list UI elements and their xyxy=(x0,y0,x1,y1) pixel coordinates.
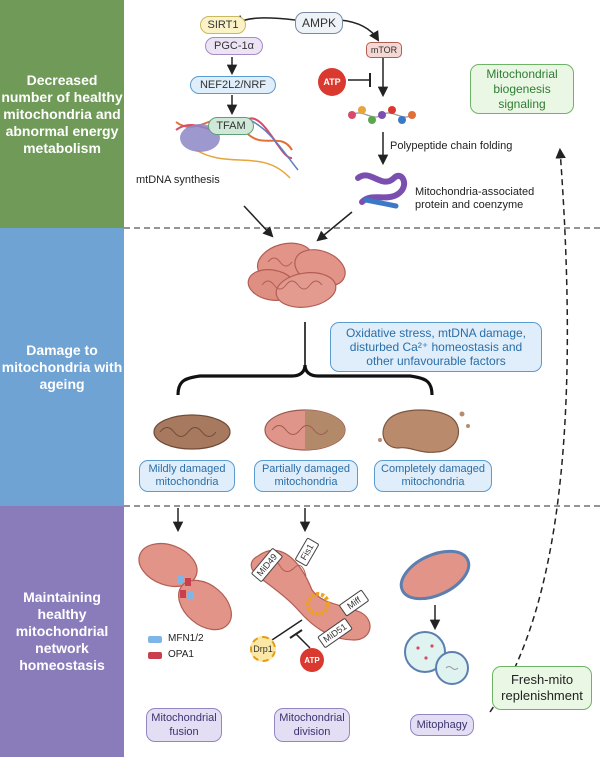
folded-protein xyxy=(355,172,408,209)
healthy-mitochondria-cluster xyxy=(247,242,346,308)
partial-damage-mito xyxy=(264,409,346,451)
dna-strand-blue xyxy=(249,119,299,171)
opa-legend-label: OPA1 xyxy=(168,649,194,660)
mtor-node: mTOR xyxy=(366,42,402,58)
bracket xyxy=(176,364,434,396)
autophagosome xyxy=(404,631,469,685)
section-label-damage: Damage to mitochondria with ageing xyxy=(0,228,124,506)
section-label-homeostasis: Maintaining healthy mitochondrial networ… xyxy=(0,506,124,757)
factors-box: Oxidative stress, mtDNA damage, disturbe… xyxy=(330,322,542,372)
atp-drp1-inhibit-bar xyxy=(289,629,303,639)
drp1-node: Drp1 xyxy=(250,636,276,662)
factors-label: Oxidative stress, mtDNA damage, disturbe… xyxy=(345,326,527,368)
complete-damage-mito xyxy=(378,409,470,453)
biogenesis-label: Mitochondrial biogenesis signaling xyxy=(486,66,558,111)
atp-drp1-inhibit xyxy=(295,633,311,649)
fusion-label: Mitochondrial fusion xyxy=(151,712,217,738)
fusion-mitochondria xyxy=(138,542,232,631)
mfn-legend-swatch xyxy=(148,636,162,643)
sirt1-node: SIRT1 xyxy=(200,16,246,34)
ampk-node: AMPK xyxy=(295,12,343,34)
nef-label: NEF2L2/NRF xyxy=(199,79,267,91)
fresh-mito-label: Fresh-mito replenishment xyxy=(501,672,583,703)
mild-damage-mito xyxy=(153,414,231,450)
drp1-link xyxy=(271,619,303,641)
mitophagy-box: Mitophagy xyxy=(410,714,474,736)
section-title-top: Decreased number of healthy mitochondria… xyxy=(1,71,123,156)
mtdna-synthesis-label: mtDNA synthesis xyxy=(136,174,220,186)
sirt1-label: SIRT1 xyxy=(207,19,239,31)
mfn-legend-label: MFN1/2 xyxy=(168,633,204,644)
mtor-label: mTOR xyxy=(370,45,398,55)
drp1-label: Drp1 xyxy=(253,644,273,654)
protein-coenzyme-label: Mitochondria-associated protein and coen… xyxy=(415,186,535,211)
tfam-label: TFAM xyxy=(216,120,246,132)
fusion-box: Mitochondrial fusion xyxy=(146,708,222,742)
division-label: Mitochondrial division xyxy=(279,712,345,738)
section-label-biogenesis: Decreased number of healthy mitochondria… xyxy=(0,0,124,228)
mitophagy-label: Mitophagy xyxy=(416,719,468,731)
polypeptide-label: Polypeptide chain folding xyxy=(390,140,513,152)
section-title-middle: Damage to mitochondria with ageing xyxy=(1,341,123,392)
fresh-mito-dashed-arrow xyxy=(489,147,569,713)
nef-node: NEF2L2/NRF xyxy=(190,76,276,94)
division-box: Mitochondrial division xyxy=(274,708,350,742)
mitophagy-mito xyxy=(399,549,471,601)
mild-damage-label: Mildly damaged mitochondria xyxy=(148,463,226,488)
atp-node: ATP xyxy=(318,68,346,96)
partial-damage-label: Partially damaged mitochondria xyxy=(261,463,351,488)
opa-legend-swatch xyxy=(148,652,162,659)
atp-division-label: ATP xyxy=(304,655,320,665)
complete-damage-box: Completely damaged mitochondria xyxy=(374,460,492,492)
dna-strand-yellow xyxy=(195,149,291,179)
biogenesis-box: Mitochondrial biogenesis signaling xyxy=(470,64,574,114)
polypeptide-chain xyxy=(348,106,416,124)
arrow-ampk-mtor xyxy=(339,19,380,42)
tfam-node: TFAM xyxy=(208,117,254,135)
atp-division-node: ATP xyxy=(300,648,324,672)
complete-damage-label: Completely damaged mitochondria xyxy=(381,463,485,488)
partial-damage-box: Partially damaged mitochondria xyxy=(254,460,358,492)
ampk-label: AMPK xyxy=(301,16,336,30)
pgc-node: PGC-1α xyxy=(205,37,263,55)
atp-label: ATP xyxy=(323,77,341,87)
arrow-mtdna-mito xyxy=(243,205,274,238)
fresh-mito-box: Fresh-mito replenishment xyxy=(492,666,592,710)
pgc-label: PGC-1α xyxy=(214,40,254,52)
section-title-bottom: Maintaining healthy mitochondrial networ… xyxy=(15,589,109,673)
mild-damage-box: Mildly damaged mitochondria xyxy=(139,460,235,492)
arrow-protein-mito xyxy=(316,211,353,242)
